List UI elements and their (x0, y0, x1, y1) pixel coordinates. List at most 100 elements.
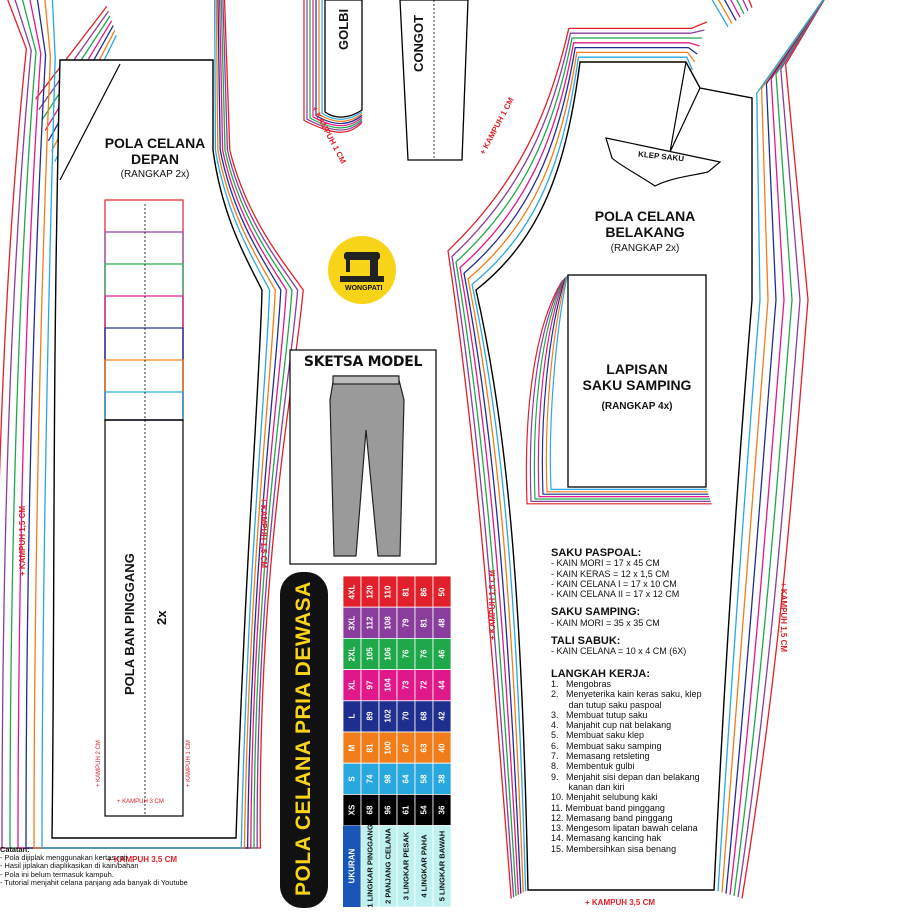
pocket-lining-size-outlines (525, 275, 712, 505)
big-title-bar (280, 572, 328, 908)
size-value: 64 (401, 774, 411, 784)
size-value: 120 (365, 584, 375, 599)
back-title-line2: BELAKANG (605, 224, 685, 240)
saku-samping-list: - KAIN MORI = 35 x 35 CM (551, 618, 751, 628)
back-title-line1: POLA CELANA (594, 208, 696, 224)
seam-label-kampuh-1cm-small: + KAMPUH 1 CM (186, 740, 192, 787)
congot-label: CONGOT (411, 14, 426, 72)
pocket-size-line-L (541, 277, 709, 495)
back-size-line-XL (459, 0, 825, 895)
pocket-lining-line2: SAKU SAMPING (582, 377, 692, 393)
front-title-sub: (RANGKAP 2x) (120, 169, 190, 180)
saku-samping-item: - KAIN MORI = 35 x 35 CM (551, 617, 660, 628)
size-value: 81 (401, 587, 411, 597)
size-value: 96 (383, 805, 393, 815)
langkah-step: 8. Membentuk gulbi (551, 761, 635, 772)
big-title: POLA CELANA PRIA DEWASA (292, 581, 315, 896)
golbi-size-line-S (321, 0, 363, 120)
front-fly-line (59, 63, 121, 181)
seam-label-kampuh-2: + KAMPUH 2 CM (96, 740, 102, 787)
langkah-step: 3. Membuat tutup saku (551, 709, 648, 720)
size-value: 104 (383, 678, 393, 692)
langkah-step: 11. Membuat band pinggang (551, 802, 665, 813)
size-value: 38 (437, 774, 447, 784)
size-value: 73 (401, 680, 411, 690)
front-size-line-XL (17, 0, 288, 849)
front-size-line-L (25, 0, 282, 849)
size-value: 50 (437, 587, 447, 597)
pocket-size-line-4XL (525, 280, 712, 505)
seam-label-kampuh-15-right: + KAMPUH 1,5 CM (779, 582, 788, 653)
saku-paspoal-item: - KAIN CELANA II = 17 x 12 CM (551, 589, 680, 600)
size-value: 72 (419, 680, 429, 690)
measurement-label: 3 LINGKAR PESAK (401, 832, 411, 901)
langkah-step: 12. Memasang band pinggang (551, 812, 673, 823)
size-value: 36 (437, 805, 447, 815)
saku-paspoal-item: - KAIN CELANA I = 17 x 10 CM (551, 578, 677, 589)
size-label-3XL: 3XL (347, 615, 357, 631)
waistband-outline (104, 419, 184, 817)
langkah-step: 9. Menjahit sisi depan dan belakang (551, 771, 700, 782)
langkah-title: LANGKAH KERJA: (551, 667, 650, 680)
back-top-size-line-S (711, 0, 729, 28)
golbi-size-line-XL (312, 0, 363, 127)
front-fly-size-line-4XL (35, 6, 108, 100)
notes-title: Catatan: (0, 845, 30, 854)
size-value: 106 (383, 647, 393, 661)
pocket-lining-outline (567, 274, 707, 488)
back-size-line-S (471, 0, 824, 892)
back-top-size-line-M (717, 0, 733, 24)
sewing-machine-icon (340, 252, 384, 282)
waistband-qty: 2x (154, 610, 169, 625)
size-value: 100 (383, 740, 393, 755)
size-value: 105 (365, 647, 375, 661)
pocket-lining-sub: (RANGKAP 4x) (601, 401, 673, 412)
note-line: - Hasil jiplakan diaplikasikan di kain/b… (0, 861, 139, 871)
size-value: 86 (419, 587, 429, 597)
back-top-size-line-4XL (748, 0, 753, 8)
langkah-step: 6. Membuat saku samping (551, 740, 662, 751)
size-value: 74 (365, 774, 375, 784)
back-size-line-L (463, 0, 824, 894)
langkah-step: 14. Memasang kancing hak (551, 833, 662, 844)
size-value: 112 (365, 616, 375, 630)
size-value: 40 (437, 743, 447, 753)
size-label-4XL: 4XL (347, 584, 357, 599)
langkah-step: 7. Memasang retsleting (551, 751, 650, 762)
size-label-XL: XL (347, 680, 357, 691)
pocket-size-line-M (545, 276, 708, 493)
golbi-size-line-4XL (303, 0, 363, 133)
back-size-line-2XL (455, 0, 825, 897)
seam-label-kampuh-35-back: + KAMPUH 3,5 CM (585, 898, 656, 907)
langkah-step: 15. Membersihkan sisa benang (551, 843, 677, 854)
size-value: 108 (383, 616, 393, 630)
info-panel: SAKU PASPOAL: - KAIN MORI = 17 x 45 CM- … (551, 547, 751, 854)
tali-sabuk-item: - KAIN CELANA = 10 x 4 CM (6X) (551, 646, 687, 657)
notes: Catatan: - Pola dijiplak menggunakan ker… (0, 845, 188, 887)
size-value: 110 (383, 585, 393, 599)
ukuran-label: UKURAN (347, 848, 357, 884)
size-value: 70 (401, 711, 411, 721)
langkah-step: kanan dan kiri (551, 781, 625, 792)
note-line: - Tutorial menjahit celana panjang ada b… (0, 877, 188, 887)
langkah-step: 10. Menjahit selubung kaki (551, 792, 658, 803)
trouser-sketch-icon (329, 375, 405, 557)
seam-label-kampuh-3: + KAMPUH 3 CM (117, 799, 164, 805)
measurement-label-cell (432, 825, 452, 908)
size-value: 46 (437, 649, 447, 659)
front-size-line-3XL (1, 0, 299, 849)
logo-circle (328, 236, 396, 304)
size-value: 63 (419, 743, 429, 753)
tali-sabuk-list: - KAIN CELANA = 10 x 4 CM (6X) (551, 646, 751, 656)
seam-label-kampuh-15-mid: + KAMPUH 1,5 CM (259, 498, 268, 569)
back-size-line-4XL (447, 0, 825, 899)
golbi-outline (324, 0, 363, 118)
back-piece-size-outlines (447, 0, 825, 899)
measurement-label: 2 PANJANG CELANA (383, 828, 393, 905)
seam-label-kampuh-35-front: + KAMPUH 3,5 CM (107, 855, 178, 864)
size-value: 44 (437, 680, 447, 690)
pocket-size-line-2XL (533, 278, 710, 500)
size-value: 76 (419, 649, 429, 659)
